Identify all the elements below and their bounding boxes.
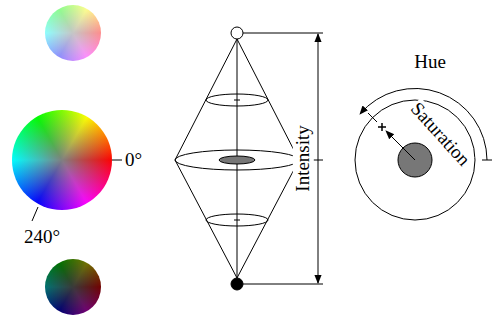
tick xyxy=(112,160,122,161)
color-wheel-dark xyxy=(45,259,101,315)
cone-section xyxy=(206,214,268,226)
plus-mark xyxy=(234,100,240,101)
cone-section xyxy=(206,94,268,106)
white-point xyxy=(231,27,243,39)
extension-line xyxy=(243,33,323,34)
saturation-arrow xyxy=(386,131,415,160)
extension-line xyxy=(243,284,323,285)
plus-mark xyxy=(381,123,383,131)
angle-label: 240° xyxy=(23,227,61,248)
color-wheel-light xyxy=(45,5,101,61)
angle-label: 0° xyxy=(124,150,143,171)
plus-mark xyxy=(234,220,240,221)
tick xyxy=(368,113,377,122)
axis-label: Hue xyxy=(413,52,447,73)
axis-label: Saturation xyxy=(405,97,474,171)
dimension-line xyxy=(318,34,319,283)
black-point xyxy=(231,278,243,290)
gray-center xyxy=(219,156,255,164)
axis-label: Intensity xyxy=(293,124,314,193)
cone-section xyxy=(175,150,299,170)
color-wheel xyxy=(12,110,112,210)
tick xyxy=(482,160,492,161)
tick xyxy=(32,207,38,221)
